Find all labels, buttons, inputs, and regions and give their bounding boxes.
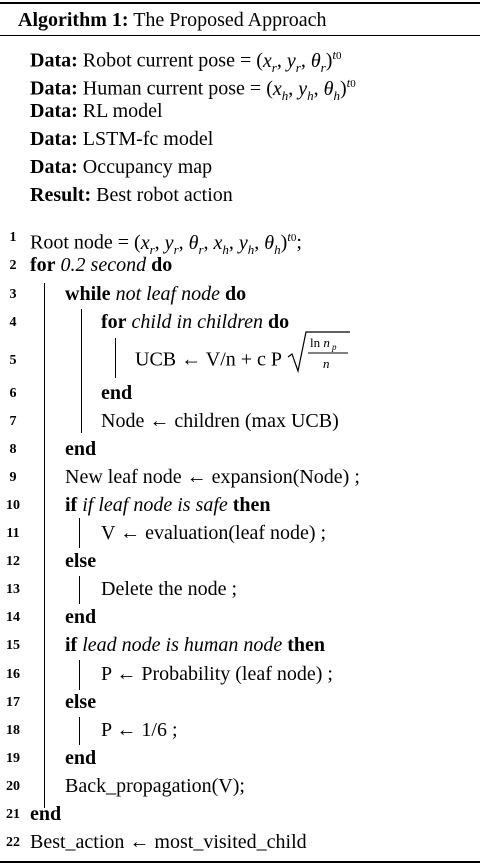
- line-19-end: end: [65, 747, 97, 769]
- line-number: 21: [6, 807, 20, 822]
- line-1-root-node: Root node = (xr, yr, θr, xh, yh, θh)t0;: [30, 229, 302, 257]
- line-number: 3: [9, 287, 17, 302]
- sqrt-formula-icon: ln n p n: [287, 331, 351, 374]
- bottom-rule: [0, 861, 480, 863]
- line-22-best-action: Best_action ← most_visited_child: [30, 831, 307, 853]
- line-number: 17: [6, 695, 20, 710]
- line-10-if: if if leaf node is safe then: [65, 493, 271, 517]
- else-block-line: [79, 576, 81, 604]
- line-number: 7: [9, 414, 17, 429]
- line-3-while: while not leaf node do: [65, 282, 246, 306]
- line-4-for: for child in children do: [101, 310, 289, 334]
- data-keyword: Data:: [30, 49, 78, 72]
- data-text: RL model: [82, 100, 163, 122]
- keyword: if: [65, 634, 78, 656]
- condition: lead node is human node: [82, 634, 283, 656]
- line-number: 6: [9, 386, 17, 401]
- line-number: 14: [6, 610, 20, 625]
- algorithm-label: Algorithm 1:: [18, 9, 129, 31]
- keyword: do: [151, 254, 173, 276]
- data-line-rl-model: Data: RL model: [30, 99, 163, 123]
- if2-block-line: [79, 660, 81, 690]
- data-keyword: Data:: [30, 156, 78, 178]
- inner-for-block-line: [115, 338, 117, 378]
- for-block-line: [44, 283, 46, 808]
- line-number: 11: [6, 526, 20, 541]
- line-2-for: for 0.2 second do: [30, 253, 172, 277]
- keyword: for: [101, 311, 127, 333]
- data-line-robot-pose: Data: Robot current pose = (xr, yr, θr)t…: [30, 47, 342, 75]
- data-keyword: Data:: [30, 128, 78, 150]
- line-9-expansion: New leaf node ← expansion(Node) ;: [65, 466, 360, 488]
- line-number: 2: [9, 258, 17, 273]
- keyword: for: [30, 254, 56, 276]
- line-number: 15: [6, 638, 20, 653]
- line-number: 20: [6, 779, 20, 794]
- line-number: 4: [9, 315, 17, 330]
- line-12-else: else: [65, 550, 97, 572]
- algorithm-name: The Proposed Approach: [133, 9, 327, 31]
- result-line: Result: Best robot action: [30, 183, 233, 207]
- line-number: 12: [6, 554, 20, 569]
- line-number: 5: [9, 353, 17, 368]
- line-5-ucb-formula: UCB ← V/n + c P ln n p n: [135, 331, 351, 375]
- keyword: do: [225, 283, 247, 305]
- line-8-end: end: [65, 438, 97, 460]
- line-16-probability: P ← Probability (leaf node) ;: [101, 663, 333, 685]
- result-keyword: Result:: [30, 184, 92, 206]
- condition: if leaf node is safe: [82, 494, 228, 516]
- line-number: 16: [6, 667, 20, 682]
- keyword: do: [268, 311, 290, 333]
- line-15-if: if lead node is human node then: [65, 633, 325, 657]
- line-14-end: end: [65, 606, 97, 628]
- while-block-line: [81, 309, 83, 433]
- line-17-else: else: [65, 691, 97, 713]
- data-keyword: Data:: [30, 77, 78, 100]
- line-number: 19: [6, 751, 20, 766]
- keyword: if: [65, 494, 78, 516]
- line-number: 8: [9, 442, 17, 457]
- if-block-line: [79, 518, 81, 548]
- svg-text:ln n: ln n: [310, 335, 330, 350]
- line-18-p-assign: P ← 1/6 ;: [101, 719, 178, 741]
- keyword: then: [287, 634, 325, 656]
- line-6-end: end: [101, 382, 133, 404]
- line-number: 9: [9, 470, 17, 485]
- else2-block-line: [79, 717, 81, 745]
- line-20-backprop: Back_propagation(V);: [65, 775, 245, 797]
- condition: not leaf node: [115, 283, 220, 305]
- result-text: Best robot action: [96, 184, 233, 206]
- data-line-lstm-model: Data: LSTM-fc model: [30, 127, 213, 151]
- condition: child in children: [131, 311, 264, 333]
- line-21-end: end: [30, 803, 62, 825]
- keyword: while: [65, 283, 111, 305]
- data-text: LSTM-fc model: [82, 128, 214, 150]
- data-line-human-pose: Data: Human current pose = (xh, yh, θh)t…: [30, 75, 356, 103]
- line-number: 10: [6, 498, 20, 513]
- top-rule: [0, 2, 480, 4]
- line-13-delete: Delete the node ;: [101, 578, 238, 600]
- condition: 0.2 second: [60, 254, 147, 276]
- line-number: 18: [6, 723, 20, 738]
- line-11-evaluation: V ← evaluation(leaf node) ;: [101, 522, 327, 544]
- svg-text:n: n: [323, 356, 330, 371]
- line-number: 13: [6, 582, 20, 597]
- keyword: then: [232, 494, 271, 516]
- data-line-occupancy-map: Data: Occupancy map: [30, 155, 212, 179]
- algorithm-title: Algorithm 1: The Proposed Approach: [18, 8, 326, 32]
- data-text: Occupancy map: [82, 156, 213, 178]
- line-number: 1: [9, 230, 17, 245]
- line-number: 22: [6, 835, 20, 850]
- svg-text:p: p: [331, 342, 337, 352]
- title-rule: [0, 35, 480, 37]
- data-keyword: Data:: [30, 100, 78, 122]
- line-7-node-assign: Node ← children (max UCB): [101, 410, 339, 432]
